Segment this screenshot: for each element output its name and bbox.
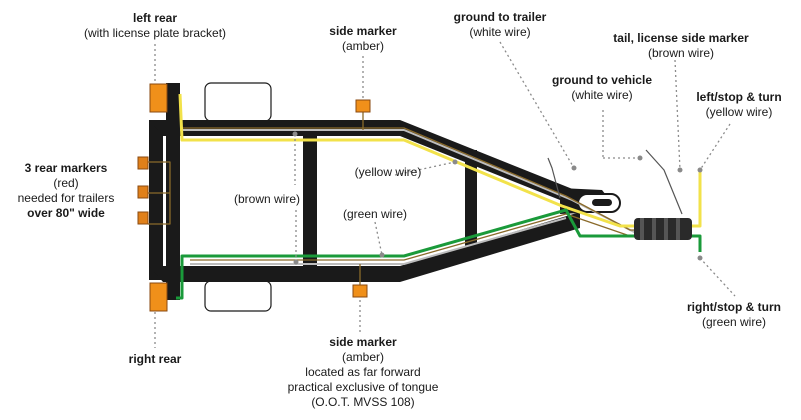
label-right-rear: right rear (108, 352, 202, 367)
ground-to-vehicle-title: ground to vehicle (551, 73, 652, 87)
side-marker-top-title: side marker (329, 24, 397, 38)
leader-dots (292, 131, 703, 265)
yellow-wire-text: (yellow wire) (354, 165, 422, 179)
tail-license-title: tail, license side marker (613, 31, 749, 45)
rear-marker-1 (137, 156, 149, 170)
side-marker-bottom-line3: practical exclusive of tongue (287, 380, 439, 394)
brown-wire-text: (brown wire) (233, 192, 300, 206)
tail-license-sub: (brown wire) (647, 46, 714, 60)
left-rear-lamp (149, 83, 168, 113)
lamps (137, 83, 371, 312)
4-way-plug (634, 218, 692, 240)
label-right-stop-turn: right/stop & turn (green wire) (672, 300, 796, 330)
label-rear-markers: 3 rear markers (red) needed for trailers… (2, 161, 130, 221)
side-marker-bottom-line4: (O.O.T. MVSS 108) (311, 395, 415, 409)
left-stop-turn-sub: (yellow wire) (705, 105, 773, 119)
ground-to-trailer-sub: (white wire) (469, 25, 531, 39)
white-wire-bottom (190, 217, 567, 265)
hitch-coupler (577, 193, 621, 213)
left-stop-turn-title: left/stop & turn (696, 90, 782, 104)
left-rear-sub: (with license plate bracket) (83, 26, 227, 40)
rear-markers-line3: needed for trailers (17, 191, 115, 205)
right-rear-lamp (149, 282, 168, 312)
label-yellow-wire: (yellow wire) (338, 165, 438, 180)
label-side-marker-top: side marker (amber) (313, 24, 413, 54)
rear-marker-3 (137, 211, 149, 225)
side-marker-bottom-line1: (amber) (341, 350, 384, 364)
yellow-wire (178, 93, 702, 228)
ground-to-trailer-title: ground to trailer (453, 10, 547, 24)
side-marker-bottom-lamp (352, 284, 368, 298)
rear-markers-line1: 3 rear markers (24, 161, 108, 175)
right-stop-turn-title: right/stop & turn (687, 300, 781, 314)
side-marker-bottom-title: side marker (329, 335, 397, 349)
ground-to-vehicle-sub: (white wire) (571, 88, 633, 102)
label-left-rear: left rear (with license plate bracket) (72, 11, 238, 41)
leader-lines (154, 41, 736, 348)
side-marker-bottom-line2: located as far forward (305, 365, 421, 379)
label-brown-wire: (brown wire) (222, 192, 312, 207)
trailer-frame (149, 83, 610, 300)
rear-markers-line4: over 80" wide (27, 206, 105, 220)
label-ground-to-trailer: ground to trailer (white wire) (437, 10, 563, 40)
side-marker-top-lamp (355, 99, 371, 113)
label-ground-to-vehicle: ground to vehicle (white wire) (536, 73, 668, 103)
label-left-stop-turn: left/stop & turn (yellow wire) (681, 90, 797, 120)
label-side-marker-bottom: side marker (amber) located as far forwa… (268, 335, 458, 410)
ground-wire-trailer (547, 157, 561, 199)
rear-markers-line2: (red) (53, 176, 79, 190)
green-wire-text: (green wire) (342, 207, 408, 221)
rear-marker-2 (137, 185, 149, 199)
label-green-wire: (green wire) (330, 207, 420, 222)
ground-wire-vehicle (645, 149, 683, 215)
right-rear-title: right rear (128, 352, 182, 366)
fender-bottom (204, 280, 272, 312)
left-rear-title: left rear (132, 11, 178, 25)
side-marker-top-sub: (amber) (341, 39, 384, 53)
right-stop-turn-sub: (green wire) (701, 315, 767, 329)
label-tail-license: tail, license side marker (brown wire) (596, 31, 766, 61)
fender-top (204, 82, 272, 122)
